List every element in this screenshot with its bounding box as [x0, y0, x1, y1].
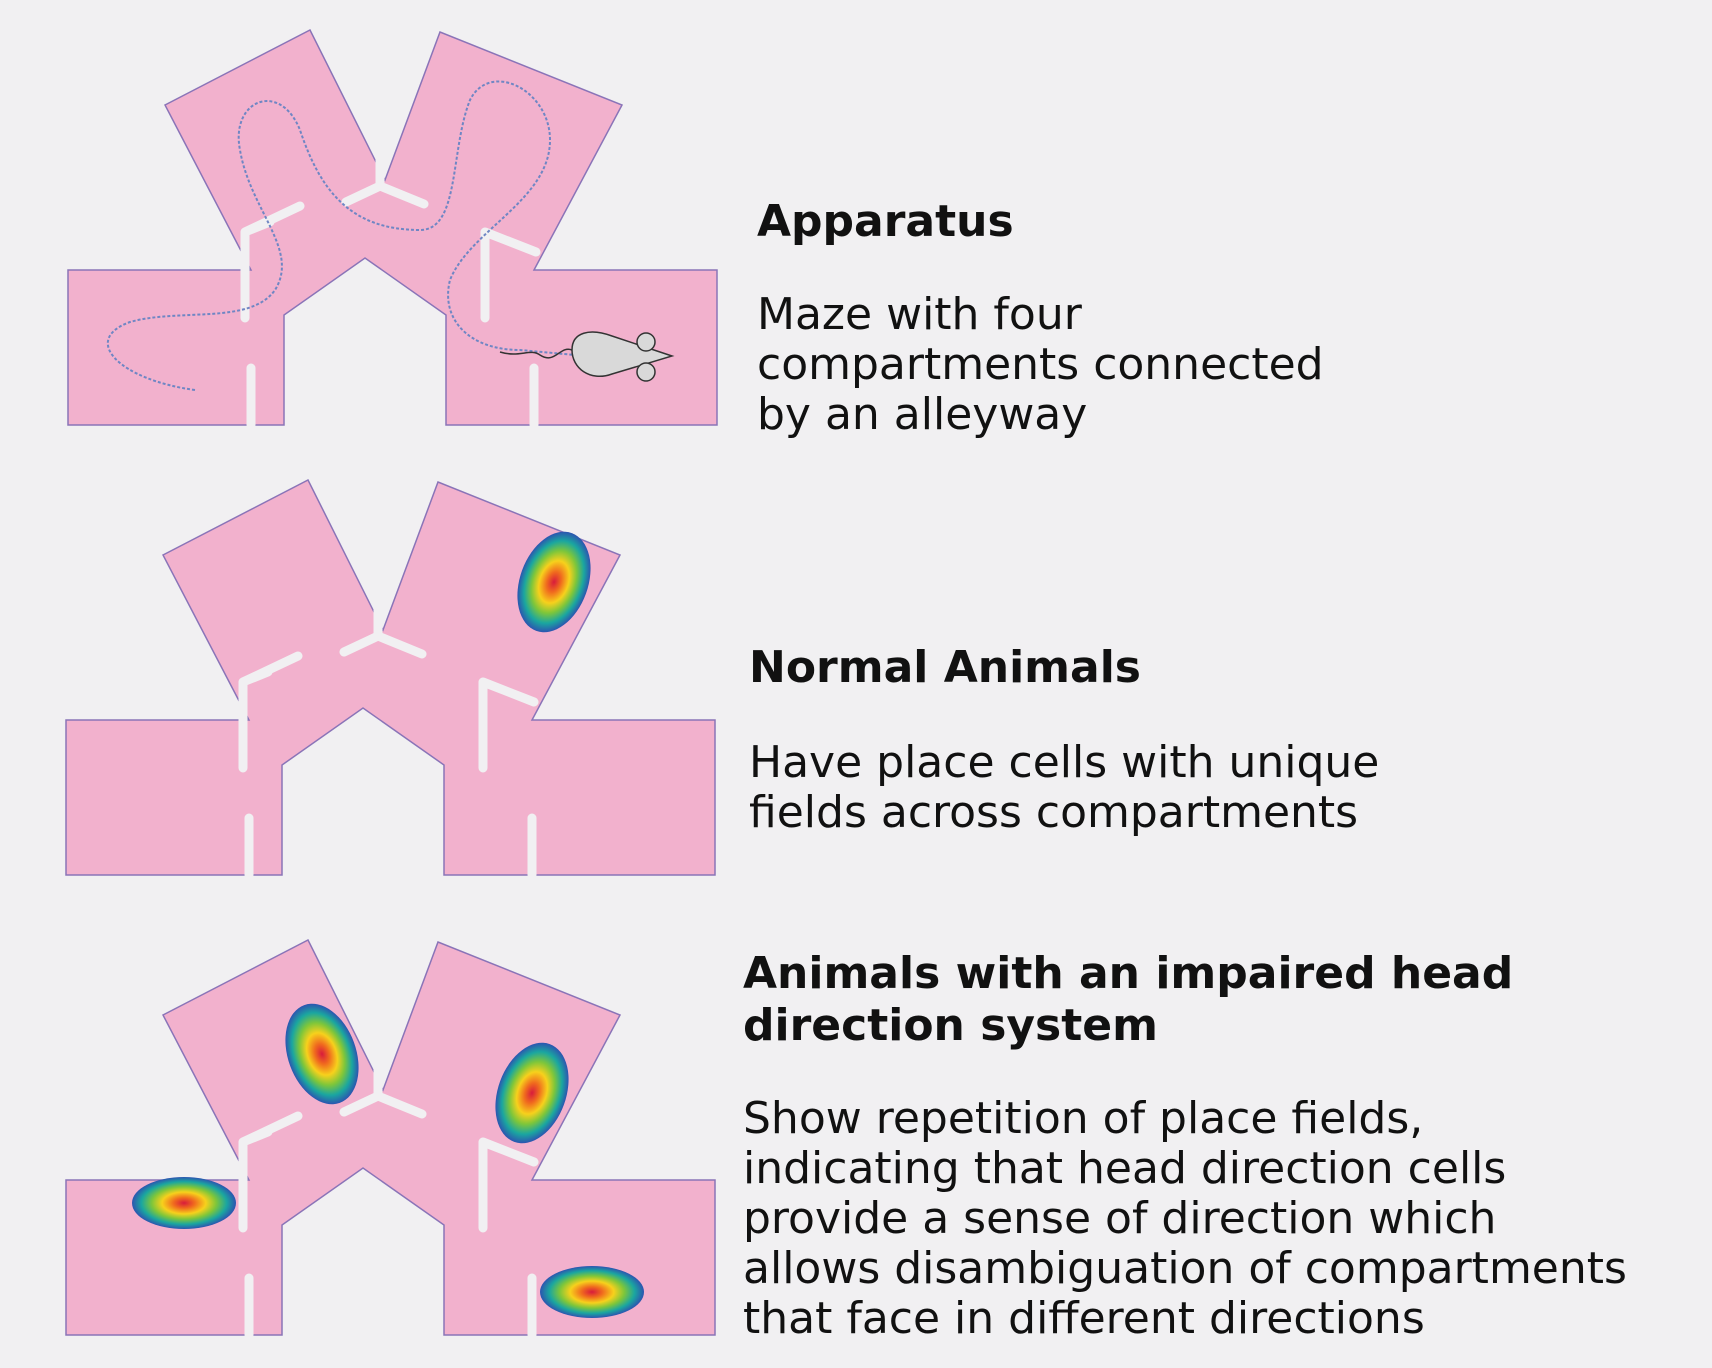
place-field	[495, 1042, 569, 1144]
apparatus-text: Apparatus Maze with four compartments co…	[757, 196, 1657, 440]
maze-wall	[238, 651, 303, 773]
maze-wall	[339, 595, 427, 659]
maze-wall	[478, 1137, 539, 1233]
place-field	[517, 531, 591, 633]
place-field	[540, 1266, 644, 1318]
mouse-tail	[499, 348, 573, 359]
place-field	[132, 1177, 236, 1229]
mouse-ear	[636, 362, 656, 382]
maze-wall	[480, 227, 541, 323]
maze-wall	[339, 1055, 427, 1119]
maze-wall	[341, 145, 429, 209]
maze-wall	[478, 677, 539, 773]
panel-title: Animals with an impaired head direction …	[743, 948, 1514, 1051]
movement-path	[106, 80, 576, 391]
maze-normal-animals	[65, 478, 716, 880]
maze-dividers	[238, 595, 539, 880]
maze-impaired-animals	[65, 938, 716, 1340]
panel-description: Maze with four compartments connected by…	[757, 289, 1324, 440]
maze-dividers	[240, 145, 541, 430]
maze-wall	[240, 201, 305, 323]
maze-outline	[65, 938, 716, 1336]
maze-dividers	[238, 1055, 539, 1340]
panel-title: Normal Animals	[749, 642, 1141, 693]
impaired-animals-text: Animals with an impaired head direction …	[743, 948, 1703, 1344]
maze-body	[65, 938, 716, 1336]
maze-outline	[65, 478, 716, 876]
panel-title: Apparatus	[757, 196, 1014, 247]
normal-animals-text: Normal Animals Have place cells with uni…	[749, 642, 1649, 838]
panel-description: Have place cells with unique fields acro…	[749, 737, 1380, 838]
trajectory-line	[106, 80, 576, 391]
place-fields	[132, 1003, 644, 1318]
maze-wall	[238, 1111, 303, 1233]
maze-body	[65, 478, 716, 876]
mouse-ear	[636, 332, 656, 352]
mouse-icon	[499, 331, 675, 382]
maze-apparatus	[67, 28, 718, 430]
place-field	[285, 1003, 359, 1105]
panel-description: Show repetition of place fields, indicat…	[743, 1093, 1627, 1344]
place-fields	[517, 531, 591, 633]
